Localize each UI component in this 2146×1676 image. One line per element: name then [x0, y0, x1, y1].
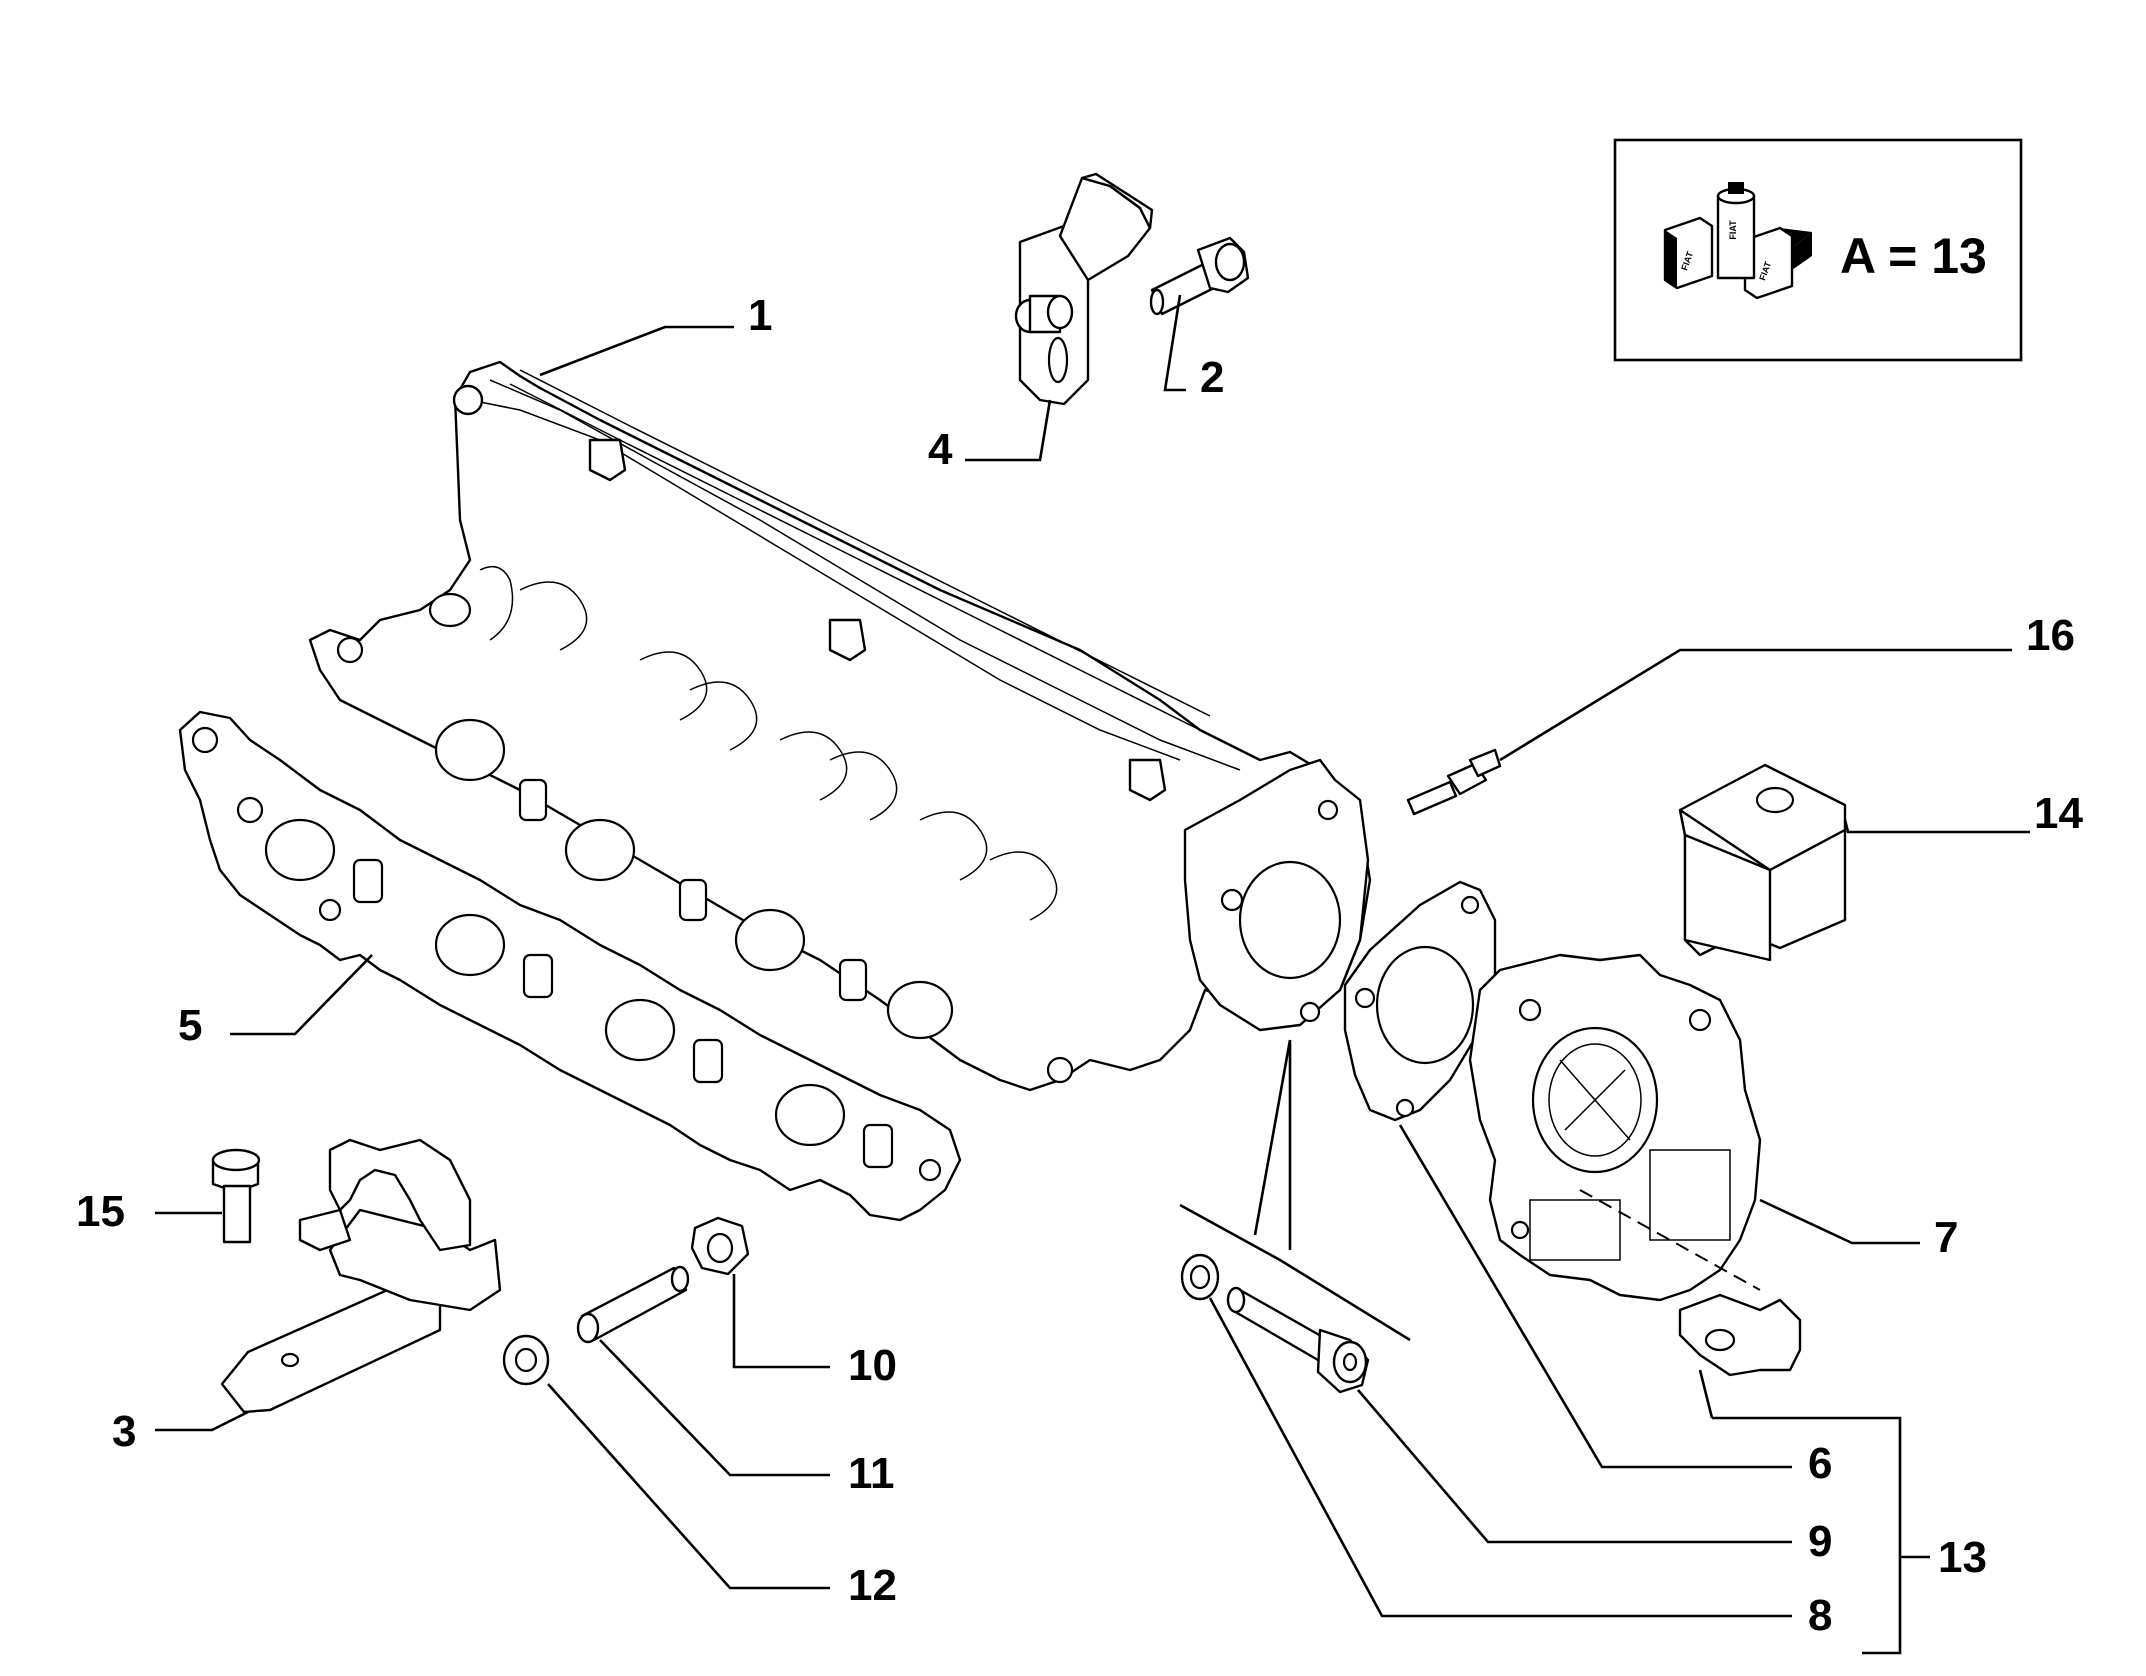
leader-13-bracket: [1712, 1416, 1902, 1655]
leader-14: [1843, 819, 2030, 834]
callout-12: 12: [848, 1561, 897, 1610]
callout-2: 2: [1200, 353, 1224, 402]
part-1-intake-manifold: [308, 360, 1372, 1092]
callout-7: 7: [1934, 1213, 1958, 1262]
callout-14: 14: [2034, 789, 2083, 838]
leader-2: [1163, 294, 1186, 392]
part-14-cover: [1678, 763, 1847, 962]
callout-1: 1: [748, 291, 772, 340]
callout-13: 13: [1938, 1533, 1987, 1582]
callout-3: 3: [112, 1407, 136, 1456]
callout-8: 8: [1808, 1591, 1832, 1640]
part-5-manifold-gasket: [178, 710, 962, 1222]
part-2-bolt: [1149, 236, 1250, 316]
leader-8: [1208, 1297, 1792, 1618]
callout-15: 15: [76, 1187, 125, 1236]
part-13-small-bracket: [1678, 1293, 1802, 1377]
leader-3: [155, 1410, 249, 1432]
callout-5: 5: [178, 1001, 202, 1050]
part-6-throttle-gasket: [1343, 880, 1497, 1122]
callout-6: 6: [1808, 1439, 1832, 1488]
part-11-stud: [576, 1265, 690, 1344]
legend: FIAT FIAT FIAT A = 13: [1613, 138, 2023, 362]
leader-4: [965, 399, 1052, 462]
leader-7: [1759, 1198, 1920, 1245]
part-10-nut: [690, 1216, 750, 1276]
leader-5: [230, 954, 373, 1036]
part-15-hex-bolt: [211, 1148, 261, 1244]
callout-16: 16: [2026, 611, 2075, 660]
leader-6: [1398, 1124, 1792, 1469]
leader-9: [1357, 1389, 1792, 1544]
part-9-socket-bolt: [1226, 1286, 1370, 1394]
callout-11: 11: [848, 1449, 895, 1498]
leader-11: [599, 1339, 830, 1477]
leader-10: [732, 1274, 830, 1369]
leader-12: [547, 1383, 830, 1590]
legend-text: A = 13: [1840, 228, 1987, 284]
leader-1: [539, 325, 734, 377]
svg-text:FIAT: FIAT: [1728, 220, 1738, 240]
part-3-bracket: [220, 1138, 502, 1414]
grease-can-on-boxes-icon: FIAT FIAT FIAT: [1663, 182, 1812, 300]
part-7-throttle-body: [1468, 953, 1762, 1302]
leader-16: [1499, 648, 2012, 762]
callout-9: 9: [1808, 1517, 1832, 1566]
part-4-sensor-bracket: [1014, 172, 1154, 406]
leader-13-tip: [1698, 1369, 1714, 1419]
callout-10: 10: [848, 1341, 897, 1390]
part-8-washer: [1180, 1253, 1220, 1301]
part-12-washer: [502, 1334, 550, 1386]
part-16-connector: [1406, 748, 1502, 816]
callout-4: 4: [928, 425, 953, 474]
